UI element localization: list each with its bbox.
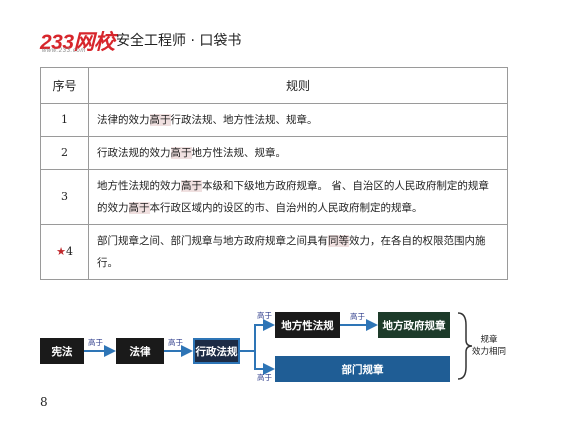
table-row: ★4 部门规章之间、部门规章与地方政府规章之间具有同等效力，在各自的权限范围内施…	[40, 224, 508, 280]
rule-text: 地方性法规的效力高于本级和下级地方政府规章。 省、自治区的人民政府制定的规章的效…	[88, 169, 508, 225]
header-rule: 规则	[88, 67, 508, 104]
box-admin-regulation: 行政法规	[193, 338, 240, 364]
row-number: ★4	[40, 224, 89, 280]
highlight-term: 高于	[128, 202, 150, 214]
highlight-term: 高于	[149, 114, 171, 126]
page-number: 8	[40, 395, 48, 409]
rule-text: 法律的效力高于行政法规、地方性法规、规章。	[88, 103, 508, 137]
table-row: 2 行政法规的效力高于地方性法规、规章。	[40, 136, 508, 170]
rule-text: 部门规章之间、部门规章与地方政府规章之间具有同等效力，在各自的权限范围内施行。	[88, 224, 508, 280]
conclusion-label: 规章 效力相同	[472, 335, 507, 357]
box-constitution: 宪法	[40, 338, 84, 364]
row-number: 2	[40, 136, 89, 170]
row-number: 1	[40, 103, 89, 137]
table-row: 3 地方性法规的效力高于本级和下级地方政府规章。 省、自治区的人民政府制定的规章…	[40, 169, 508, 225]
box-local-gov-rule: 地方政府规章	[378, 312, 450, 338]
rule-text: 行政法规的效力高于地方性法规、规章。	[88, 136, 508, 170]
arrow-label: 高于	[88, 338, 103, 347]
hierarchy-diagram: 宪法 法律 行政法规 地方性法规 地方政府规章 部门规章 高于 高于 高于 高于…	[40, 298, 520, 388]
box-local-regulation: 地方性法规	[275, 312, 340, 338]
brace-icon	[457, 312, 473, 380]
highlight-term: 同等	[328, 235, 349, 247]
highlight-term: 高于	[170, 147, 192, 159]
logo-url: www.233.com	[42, 48, 86, 54]
star-icon: ★	[56, 245, 66, 258]
arrow-label: 高于	[168, 338, 183, 347]
box-law: 法律	[116, 338, 164, 364]
arrow-label: 高于	[257, 311, 272, 320]
diagram-arrows	[84, 312, 473, 380]
arrow-label: 高于	[257, 373, 272, 382]
table-row: 1 法律的效力高于行政法规、地方性法规、规章。	[40, 103, 508, 137]
header-number: 序号	[40, 67, 89, 104]
box-dept-rule: 部门规章	[275, 356, 450, 382]
logo: 233网校	[40, 31, 115, 54]
book-title: 安全工程师 · 口袋书	[116, 33, 242, 49]
row-number: 3	[40, 169, 89, 225]
table-header-row: 序号 规则	[40, 67, 508, 104]
arrow-label: 高于	[350, 312, 365, 321]
highlight-term: 高于	[181, 180, 202, 192]
rules-table: 序号 规则 1 法律的效力高于行政法规、地方性法规、规章。 2 行政法规的效力高…	[40, 67, 508, 280]
